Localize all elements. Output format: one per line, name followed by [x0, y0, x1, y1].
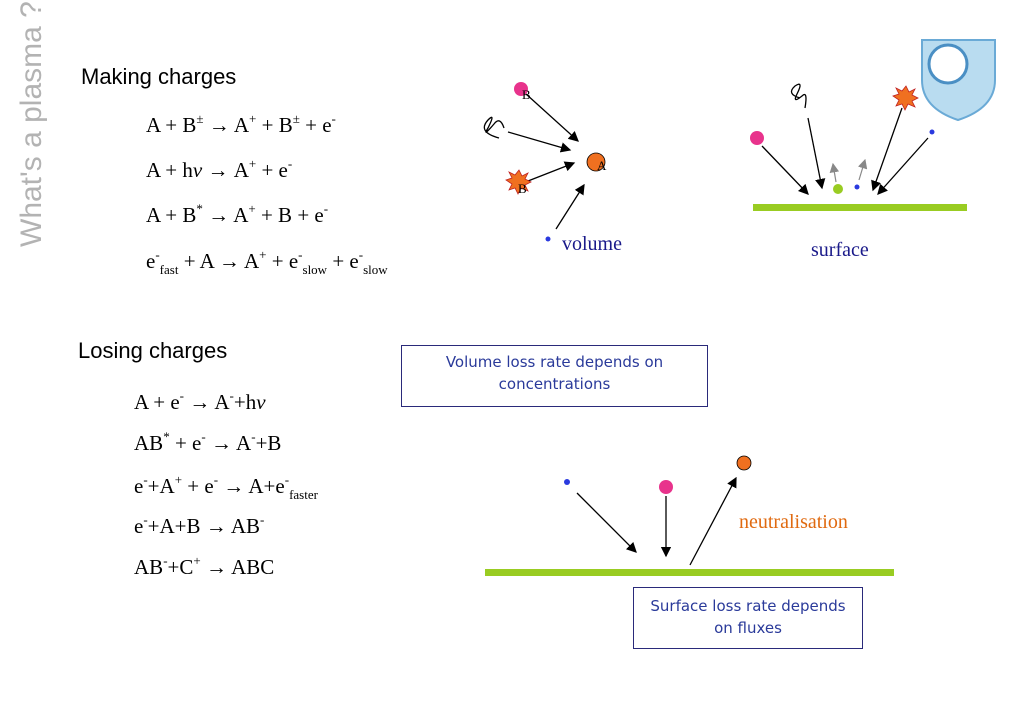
particle-b-icon: [514, 82, 528, 96]
making-eq-1: A + B± → A+ + B± + e-: [146, 111, 336, 137]
electron-icon: [854, 184, 860, 190]
green-particle-icon: [833, 184, 843, 194]
losing-eq-5: AB-+C+ → ABC: [134, 553, 275, 579]
photon-wave-icon: [483, 116, 505, 139]
losing-eq-1: A + e- → A-+hν: [134, 388, 266, 414]
electron-icon: [564, 479, 570, 485]
neutralisation-diagram: [485, 455, 894, 576]
surface-label: surface: [811, 239, 869, 261]
logo-icon: [921, 39, 996, 122]
neutralisation-label: neutralisation: [739, 511, 848, 533]
surface-bar: [485, 569, 894, 576]
losing-eq-3: e-+A+ + e- → A+e-faster: [134, 472, 318, 502]
svg-text:B: B: [522, 87, 531, 102]
electron-icon: [545, 236, 551, 242]
particle-magenta-icon: [659, 480, 673, 494]
making-eq-2: A + hν → A+ + e-: [146, 156, 293, 182]
volume-diagram: B B A: [483, 82, 607, 242]
particle-a-icon: [586, 152, 606, 172]
volume-loss-note: Volume loss rate depends on concentratio…: [401, 345, 708, 407]
svg-text:B: B: [518, 181, 527, 196]
making-eq-4: e-fast + A → A+ + e-slow + e-slow: [146, 247, 388, 277]
surface-diagram: [750, 83, 967, 211]
losing-eq-2: AB* + e- → A-+B: [134, 429, 282, 455]
electron-icon: [929, 129, 935, 135]
making-eq-3: A + B* → A+ + B + e-: [146, 201, 329, 227]
surface-bar: [753, 204, 967, 211]
excited-b-icon: [505, 169, 532, 195]
svg-text:A: A: [597, 158, 607, 173]
volume-label: volume: [562, 233, 622, 255]
particle-orange-icon: [736, 455, 752, 471]
making-charges-heading: Making charges: [81, 64, 237, 89]
particle-magenta-icon: [750, 131, 764, 145]
surface-loss-note: Surface loss rate depends on fluxes: [633, 587, 863, 649]
excited-particle-icon: [892, 85, 919, 111]
losing-charges-heading: Losing charges: [78, 338, 228, 363]
photon-wave-icon: [790, 83, 807, 109]
losing-eq-4: e-+A+B → AB-: [134, 512, 265, 538]
